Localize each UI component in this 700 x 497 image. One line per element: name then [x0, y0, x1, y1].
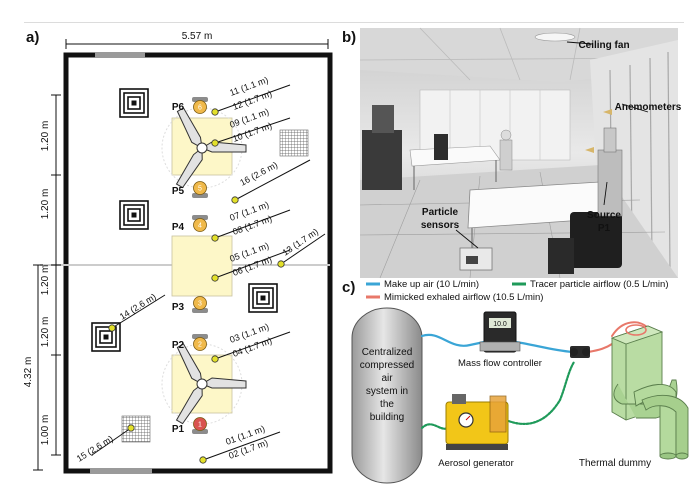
occupant-p4: 4 P4 — [172, 215, 208, 233]
occupant-p6: 6 P6 — [172, 97, 208, 114]
exhaust-grille-2 — [121, 415, 151, 443]
occupant-p2: 2 P2 — [172, 334, 208, 351]
hose-connector — [570, 346, 590, 358]
segment-label-2: 1.20 m — [40, 189, 51, 220]
segment-label-5: 1.00 m — [40, 415, 51, 446]
aerosol-generator: Aerosol generator — [438, 394, 514, 469]
occupant-label: P2 — [172, 340, 185, 351]
occupant-number: 2 — [198, 342, 202, 349]
people-layer: 6 P6 5 P5 4 P4 3 P3 2 P2 1 P1 — [172, 97, 208, 435]
total-height-dimension: 4.32 m — [23, 264, 43, 471]
tank-line-1: Centralized — [362, 347, 413, 358]
top-rule — [24, 22, 684, 23]
legend-tracer-label: Tracer particle airflow (0.5 L/min) — [530, 279, 669, 290]
panel-c-label: c) — [342, 279, 355, 296]
sensor-leaders — [91, 84, 326, 461]
thermal-dummy-label: Thermal dummy — [579, 458, 651, 469]
air-diffuser-2 — [119, 200, 149, 230]
occupant-number: 6 — [198, 105, 202, 112]
tank-line-6: building — [370, 412, 404, 423]
ceiling-fan-label: Ceiling fan — [578, 40, 629, 51]
occupant-label: P5 — [172, 186, 185, 197]
legend-exhaled-label: Mimicked exhaled airflow (10.5 L/min) — [384, 292, 543, 303]
anemometers-label: Anemometers — [615, 102, 682, 113]
sensor-dots — [108, 108, 285, 464]
source-label-2: P1 — [598, 223, 611, 234]
tank-line-5: the — [380, 399, 394, 410]
tank-line-4: system in — [366, 386, 408, 397]
table-2 — [171, 235, 233, 297]
occupant-number: 5 — [198, 186, 202, 193]
segment-dimensions: 1.20 m 1.20 m 1.20 m 1.20 m 1.00 m — [40, 94, 61, 456]
width-label: 5.57 m — [182, 31, 213, 42]
occupant-number: 3 — [198, 301, 202, 308]
particle-sensors-label-1: Particle — [422, 207, 459, 218]
mfc-label: Mass flow controller — [458, 358, 542, 369]
width-dimension: 5.57 m — [65, 31, 329, 49]
occupant-p3: 3 P3 — [172, 296, 208, 313]
source-label-1: Source — [587, 210, 621, 221]
occupant-label: P6 — [172, 102, 185, 113]
tank-line-3: air — [381, 373, 393, 384]
total-height-label: 4.32 m — [23, 357, 34, 388]
ceiling-fan-1 — [175, 107, 247, 189]
legend: Make up air (10 L/min) Tracer particle a… — [366, 279, 669, 303]
occupant-number: 4 — [198, 223, 202, 230]
photo-callouts: Ceiling fan Anemometers Particle sensors… — [421, 40, 682, 234]
thermal-dummy — [610, 324, 689, 460]
legend-makeup-label: Make up air (10 L/min) — [384, 279, 479, 290]
air-diffuser-1 — [119, 88, 149, 118]
segment-label-4: 1.20 m — [40, 317, 51, 348]
air-diffuser-3 — [248, 283, 278, 313]
occupant-number: 1 — [198, 422, 202, 429]
door-top — [95, 52, 145, 58]
segment-label-3: 1.20 m — [40, 265, 51, 296]
ceiling-fan-2 — [175, 343, 247, 425]
mfc-display: 10.0 — [493, 321, 507, 328]
aerosol-label: Aerosol generator — [438, 458, 514, 469]
door-bottom — [90, 468, 152, 474]
exhaust-grille-1 — [279, 129, 309, 157]
air-diffuser-4 — [91, 322, 121, 352]
compressed-air-tank: Centralized compressed air system in the… — [351, 307, 423, 484]
panel-a-label: a) — [26, 29, 39, 46]
segment-label-1: 1.20 m — [40, 121, 51, 152]
panel-b-label: b) — [342, 29, 356, 46]
occupant-p1: 1 P1 — [172, 417, 208, 435]
tank-line-2: compressed — [360, 360, 414, 371]
lab-photo — [359, 27, 679, 279]
particle-sensors-label-2: sensors — [421, 220, 460, 231]
occupant-label: P3 — [172, 302, 185, 313]
occupant-p5: 5 P5 — [172, 181, 208, 198]
mass-flow-controller: 10.0 Mass flow controller — [458, 311, 542, 369]
occupant-label: P4 — [172, 222, 185, 233]
occupant-label: P1 — [172, 424, 185, 435]
